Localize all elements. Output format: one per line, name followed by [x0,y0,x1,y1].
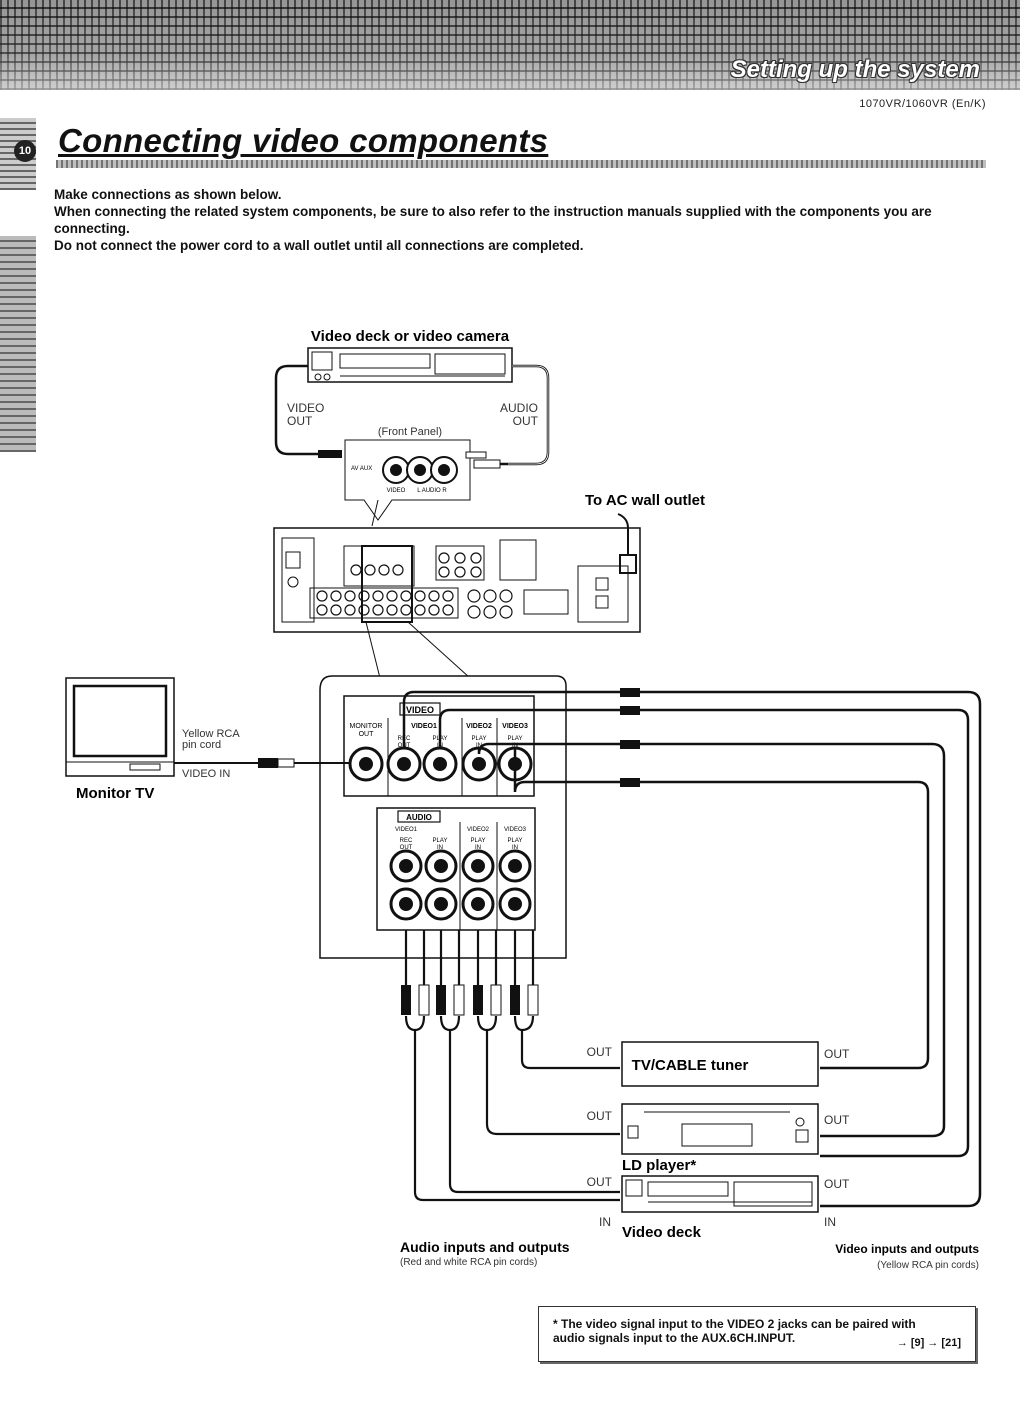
monitor-tv [65,677,175,777]
panel-video-label: VIDEO [406,705,434,715]
monitor-out-label: MONITOR [350,723,383,730]
ac-outlet-label: To AC wall outlet [585,492,705,509]
audio-video1-label: VIDEO1 [395,827,418,833]
out-label: OUT [824,1177,850,1191]
video1-label: VIDEO1 [411,723,437,730]
in-label: IN [599,1215,611,1229]
tv-cable-tuner-label: TV/CABLE tuner [632,1057,749,1074]
intro-line: When connecting the related system compo… [54,204,932,236]
title-rule [56,160,986,168]
play-in-label: PLAY [508,736,523,742]
yellow-rca-label: pin cord [182,739,221,751]
audio-play-in-label: IN [437,845,443,851]
footnote-box: * The video signal input to the VIDEO 2 … [538,1306,976,1362]
svg-text:L AUDIO R: L AUDIO R [417,488,447,494]
yellow-rca-label: Yellow RCA [182,728,240,740]
audio-video2-label: VIDEO2 [467,827,490,833]
panel-audio-label: AUDIO [406,813,432,822]
video-deck-label: Video deck [622,1224,702,1241]
out-label: OUT [824,1047,850,1061]
audio-rec-out-label: REC [400,838,413,844]
video3-label: VIDEO3 [502,723,528,730]
tv-cable-tuner [621,1041,819,1087]
video-deck-camera-label: Video deck or video camera [311,328,510,345]
enlarged-jack-panel [319,675,567,959]
audio-cables [404,930,620,1202]
out-label: OUT [587,1045,613,1059]
audio-play-in-label: PLAY [508,838,523,844]
audio-play-in-label: PLAY [471,838,486,844]
video-io-label: Video inputs and outputs [835,1242,979,1256]
out-label: OUT [587,1109,613,1123]
front-panel-jacks: AV AUX VIDEO L AUDIO R [318,439,501,521]
play-in-label: PLAY [472,736,487,742]
video-out-label: OUT [287,414,313,428]
video-io-sub: (Yellow RCA pin cords) [877,1260,979,1271]
out-label: OUT [824,1113,850,1127]
video-deck-camera [307,347,513,383]
audio-io-label: Audio inputs and outputs [400,1239,570,1255]
audio-plugs [401,984,539,1016]
page-tab: 10 [0,118,36,190]
page-title: Connecting video components [58,122,549,159]
play-in-label: IN [512,743,518,749]
audio-play-in-label: IN [512,845,518,851]
video2-label: VIDEO2 [466,723,492,730]
page-references: → [9] → [21] [896,1337,961,1349]
in-label: IN [824,1215,836,1229]
monitor-tv-label: Monitor TV [76,785,154,802]
audio-video3-label: VIDEO3 [504,827,527,833]
intro-text: Make connections as shown below. When co… [54,186,989,254]
audio-io-sub: (Red and white RCA pin cords) [400,1257,537,1268]
video-cables [402,690,982,1208]
front-panel-label: (Front Panel) [378,426,442,438]
play-in-label: IN [476,743,482,749]
video-out-label: VIDEO [287,401,324,415]
video-deck [621,1175,819,1213]
audio-play-in-label: IN [475,845,481,851]
section-title: Setting up the system [730,56,980,83]
intro-line: Make connections as shown below. [54,187,282,202]
out-label: OUT [587,1175,613,1189]
svg-text:AV AUX: AV AUX [351,466,372,472]
chapter-tab [0,236,36,452]
footnote-line: * The video signal input to the VIDEO 2 … [553,1317,916,1331]
page-number: 10 [14,140,36,162]
model-code: 1070VR/1060VR (En/K) [859,98,986,110]
svg-text:VIDEO: VIDEO [387,488,406,494]
monitor-out-label: OUT [359,731,375,738]
video-in-label: VIDEO IN [182,768,230,780]
ld-player-label: LD player* [622,1157,696,1174]
audio-out-label: AUDIO [500,401,538,415]
audio-out-label: OUT [513,414,539,428]
receiver-rear-panel [273,499,641,633]
audio-rec-out-label: OUT [400,845,413,851]
audio-play-in-label: PLAY [433,838,448,844]
rear-panel-jacks [316,552,513,619]
intro-line: Do not connect the power cord to a wall … [54,238,584,253]
footnote-line: audio signals input to the AUX.6CH.INPUT… [553,1331,796,1345]
video-plugs [620,688,640,787]
header-band [0,0,1020,90]
ld-player [621,1103,819,1155]
